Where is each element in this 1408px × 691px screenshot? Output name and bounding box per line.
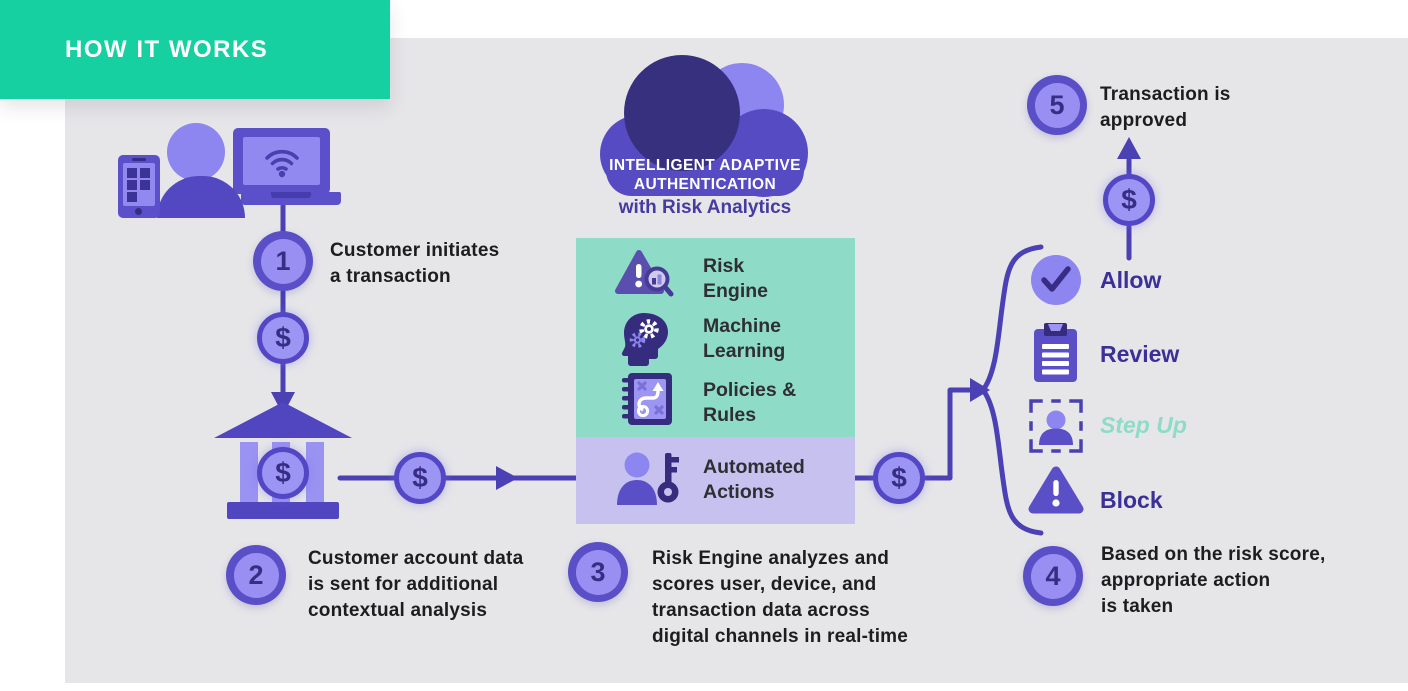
step-1-number: 1: [260, 238, 306, 284]
warning-triangle-icon: [1028, 466, 1084, 514]
phone-screen: [123, 163, 155, 206]
allow-icon: [1031, 255, 1081, 305]
cloud-title: INTELLIGENT ADAPTIVE AUTHENTICATION: [609, 157, 801, 193]
bank-column: [240, 442, 258, 503]
bank-dollar-coin-icon: $: [257, 447, 309, 499]
bank-roof-icon: [214, 402, 352, 438]
dollar-coin-icon: $: [257, 312, 309, 364]
action-label-step-up: Step Up: [1100, 412, 1187, 438]
action-label-block: Block: [1100, 487, 1163, 513]
automated-actions-icon: [617, 452, 679, 505]
bank-base: [227, 502, 339, 519]
step-1-text: Customer initiates a transaction: [330, 240, 500, 287]
step-1-badge: 1: [253, 231, 313, 291]
phone-speaker: [132, 158, 146, 161]
step-2-number: 2: [233, 552, 279, 598]
step-4-badge: 4: [1023, 546, 1083, 606]
automated-actions-label: Automated Actions: [703, 456, 805, 503]
step-4-number: 4: [1030, 553, 1076, 599]
page-title: HOW IT WORKS: [65, 35, 269, 63]
app-tile: [127, 192, 137, 202]
cloud-subtitle: with Risk Analytics: [618, 197, 792, 218]
dollar-coin-icon: $: [1103, 174, 1155, 226]
wifi-icon: [265, 149, 299, 178]
step-5-text: Transaction is approved: [1100, 84, 1231, 131]
policies-rules-icon: [622, 373, 672, 425]
laptop-base: [241, 192, 341, 205]
laptop-icon: [233, 128, 330, 194]
policies-rules-label: Policies & Rules: [703, 379, 797, 426]
dollar-coin-icon: $: [394, 452, 446, 504]
title-banner: HOW IT WORKS: [0, 0, 390, 99]
dollar-coin-icon: $: [873, 452, 925, 504]
bank-column: [306, 442, 324, 503]
cloud-icon: INTELLIGENT ADAPTIVE AUTHENTICATION: [600, 55, 810, 197]
laptop-screen: [243, 137, 320, 185]
cloud-bubble-dark: [624, 55, 740, 171]
app-tile: [127, 168, 137, 178]
machine-learning-label: Machine Learning: [703, 315, 786, 362]
risk-engine-box: [576, 238, 855, 437]
checkmark-icon: [1041, 266, 1071, 292]
laptop-notch: [271, 192, 311, 198]
automated-actions-box: [576, 437, 855, 524]
step-2-badge: 2: [226, 545, 286, 605]
app-tile: [140, 180, 150, 190]
smartphone-icon: [118, 155, 160, 218]
customer-head-icon: [167, 123, 225, 181]
step-4-text: Based on the risk score, appropriate act…: [1101, 544, 1326, 617]
risk-engine-icon: [615, 250, 674, 297]
user-scan-icon: [1029, 399, 1083, 453]
app-tile: [140, 168, 150, 178]
step-3-text: Risk Engine analyzes and scores user, de…: [652, 548, 909, 647]
step-2-text: Customer account data is sent for additi…: [308, 548, 524, 621]
risk-engine-label: Risk Engine: [703, 255, 769, 302]
step-3-number: 3: [575, 549, 621, 595]
clipboard-icon: [1034, 323, 1077, 382]
app-tile: [127, 180, 137, 190]
step-3-badge: 3: [568, 542, 628, 602]
action-label-review: Review: [1100, 341, 1180, 367]
action-label-allow: Allow: [1100, 267, 1162, 293]
step-5-badge: 5: [1027, 75, 1087, 135]
step-5-number: 5: [1034, 82, 1080, 128]
phone-home-button: [135, 208, 142, 215]
machine-learning-icon: [621, 313, 668, 366]
